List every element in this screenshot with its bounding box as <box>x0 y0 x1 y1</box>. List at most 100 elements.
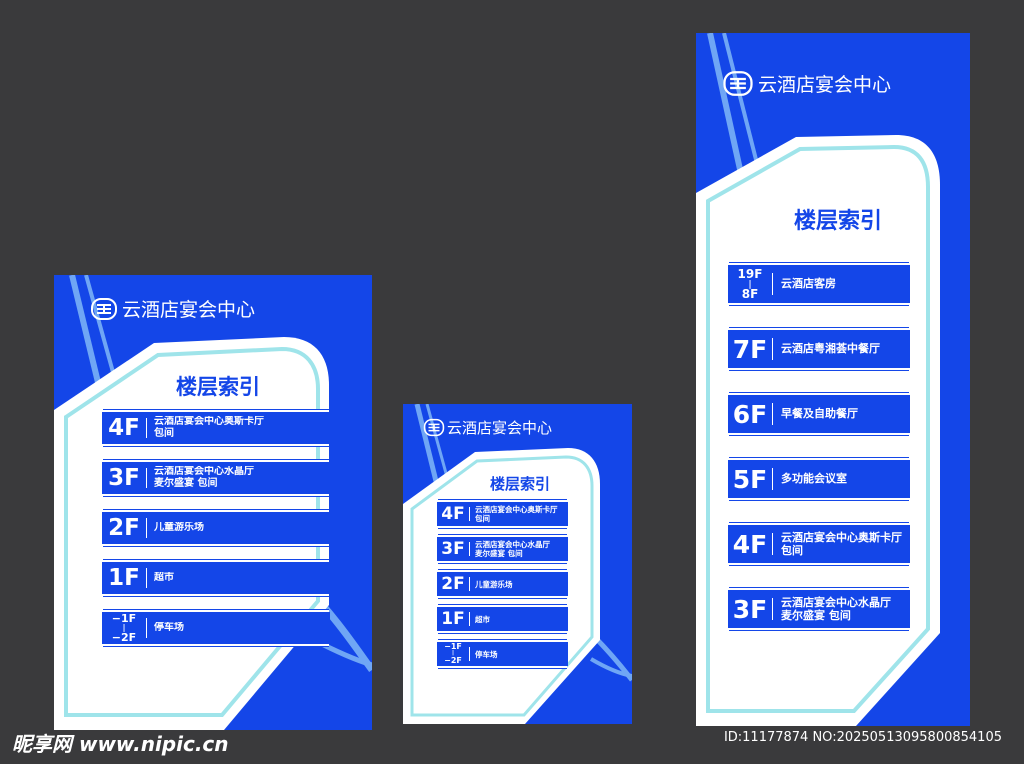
destination-line: 包间 <box>781 544 803 557</box>
hotel-logo-icon <box>91 297 117 320</box>
floor-directory-middle: 4F 云酒店宴会中心奥斯卡厅包间 3F 云酒店宴会中心水晶厅麦尔盛宴 包间 2F 儿童游乐… <box>437 502 568 670</box>
floor-directory-left: 4F 云酒店宴会中心奥斯卡厅包间 3F 云酒店宴会中心水晶厅麦尔盛宴 包间 2F 儿童游乐… <box>102 412 330 644</box>
destination-line: 早餐及自助餐厅 <box>781 407 858 421</box>
floor-row: 1F 超市 <box>102 562 330 594</box>
destination-line: 麦尔盛宴 包间 <box>154 478 218 489</box>
floor-row: 7F 云酒店粤湘荟中餐厅 <box>728 330 910 368</box>
floor-directory-tall: 19F|8F 云酒店客房 7F 云酒店粤湘荟中餐厅 6F 早餐及自助餐厅 5F 多功能会议室 4… <box>728 265 910 628</box>
floor-number: 1F <box>108 564 140 591</box>
floor-row: −1F|−2F 停车场 <box>102 612 330 644</box>
floor-number: −1F|−2F <box>437 643 469 665</box>
floor-divider <box>146 568 147 588</box>
floor-destination: 儿童游乐场 <box>475 580 513 589</box>
floor-number: 19F|8F <box>728 268 772 300</box>
floor-destination: 云酒店宴会中心水晶厅麦尔盛宴 包间 <box>475 540 550 558</box>
floor-destination: 云酒店客房 <box>781 277 836 290</box>
floor-number: 6F <box>732 399 768 429</box>
floor-row: 3F 云酒店宴会中心水晶厅麦尔盛宴 包间 <box>728 590 910 628</box>
floor-destination: 云酒店粤湘荟中餐厅 <box>781 342 880 355</box>
floor-divider <box>146 418 147 438</box>
destination-line: 麦尔盛宴 包间 <box>781 609 851 622</box>
destination-line: 儿童游乐场 <box>154 522 204 533</box>
floor-number: 5F <box>732 464 768 494</box>
index-title: 楼层索引 <box>490 475 551 493</box>
floor-number: 7F <box>732 334 768 364</box>
destination-line: 儿童游乐场 <box>475 579 513 589</box>
brand-header: 云酒店宴会中心 <box>90 295 255 322</box>
floor-divider <box>146 468 147 488</box>
destination-line: 麦尔盛宴 包间 <box>475 549 523 558</box>
floor-destination: 云酒店宴会中心奥斯卡厅包间 <box>781 531 902 557</box>
floor-destination: 停车场 <box>154 622 184 634</box>
floor-divider <box>469 541 470 557</box>
destination-line: 云酒店宴会中心水晶厅 <box>475 540 550 549</box>
destination-line: 云酒店宴会中心水晶厅 <box>781 595 891 609</box>
floor-number: 1F <box>441 608 465 629</box>
brand-header: 云酒店宴会中心 <box>423 417 552 438</box>
destination-line: 云酒店宴会中心奥斯卡厅 <box>154 416 264 427</box>
floor-range-top: −1F <box>111 612 137 626</box>
floor-divider <box>772 597 773 621</box>
brand-name: 云酒店宴会中心 <box>122 299 256 321</box>
brand-header: 云酒店宴会中心 <box>722 70 891 97</box>
destination-line: 超市 <box>475 614 490 624</box>
destination-line: 云酒店宴会中心水晶厅 <box>154 466 254 477</box>
floor-number: 4F <box>441 503 465 524</box>
floor-destination: 云酒店宴会中心水晶厅麦尔盛宴 包间 <box>781 596 891 622</box>
floor-row: 2F 儿童游乐场 <box>102 512 330 544</box>
floor-divider <box>772 337 773 361</box>
floor-row: 2F 儿童游乐场 <box>437 572 568 596</box>
floor-number: 2F <box>441 573 465 594</box>
floor-row: 4F 云酒店宴会中心奥斯卡厅包间 <box>437 502 568 526</box>
floor-divider <box>469 576 470 592</box>
brand-name: 云酒店宴会中心 <box>758 74 892 96</box>
floor-row: 19F|8F 云酒店客房 <box>728 265 910 303</box>
floor-row: 4F 云酒店宴会中心奥斯卡厅包间 <box>102 412 330 444</box>
destination-line: 包间 <box>475 514 490 523</box>
destination-line: 多功能会议室 <box>781 472 847 486</box>
floor-destination: 云酒店宴会中心奥斯卡厅包间 <box>475 505 558 523</box>
floor-number: 3F <box>441 538 465 559</box>
destination-line: 云酒店宴会中心奥斯卡厅 <box>781 530 902 544</box>
watermark-id: ID:11177874 NO:20250513095800854105 <box>723 730 1002 745</box>
floor-range-mid: | <box>748 278 752 289</box>
sign-middle: 云酒店宴会中心 楼层索引 4F 云酒店宴会中心奥斯卡厅包间 3F 云酒店宴会中心水晶厅… <box>403 404 632 724</box>
floor-row: 3F 云酒店宴会中心水晶厅麦尔盛宴 包间 <box>437 537 568 561</box>
floor-range-mid: | <box>451 650 455 657</box>
floor-number: 3F <box>732 594 768 624</box>
floor-number: 2F <box>108 514 140 541</box>
floor-row: 5F 多功能会议室 <box>728 460 910 498</box>
floor-divider <box>772 272 773 296</box>
destination-line: 包间 <box>154 428 174 439</box>
watermark-site: 昵享网 www.nipic.cn <box>12 732 229 756</box>
floor-range-mid: | <box>122 623 126 633</box>
floor-range-top: −1F <box>444 642 462 652</box>
floor-divider <box>469 506 470 522</box>
floor-range-bottom: 8F <box>741 287 759 302</box>
floor-divider <box>146 618 147 638</box>
floor-divider <box>469 611 470 627</box>
floor-row: 1F 超市 <box>437 607 568 631</box>
destination-line: 云酒店客房 <box>781 277 836 291</box>
floor-number: 4F <box>108 414 140 441</box>
destination-line: 云酒店粤湘荟中餐厅 <box>781 342 880 356</box>
floor-number: −1F|−2F <box>102 613 146 643</box>
floor-row: 3F 云酒店宴会中心水晶厅麦尔盛宴 包间 <box>102 462 330 494</box>
floor-row: 6F 早餐及自助餐厅 <box>728 395 910 433</box>
floor-destination: 云酒店宴会中心水晶厅麦尔盛宴 包间 <box>154 466 254 490</box>
floor-destination: 停车场 <box>475 650 498 659</box>
index-title: 楼层索引 <box>176 375 260 399</box>
hotel-logo-icon <box>723 71 753 96</box>
floor-divider <box>469 646 470 662</box>
brand-name: 云酒店宴会中心 <box>447 419 553 437</box>
floor-divider <box>772 402 773 426</box>
sign-left: 云酒店宴会中心 楼层索引 4F 云酒店宴会中心奥斯卡厅包间 3F 云酒店宴会中心水晶厅… <box>54 275 372 730</box>
floor-number: 3F <box>108 464 140 491</box>
destination-line: 停车场 <box>154 622 184 633</box>
floor-divider <box>772 467 773 491</box>
floor-range-bottom: −2F <box>111 630 137 644</box>
hotel-logo-icon <box>423 418 445 437</box>
destination-line: 超市 <box>154 572 174 583</box>
